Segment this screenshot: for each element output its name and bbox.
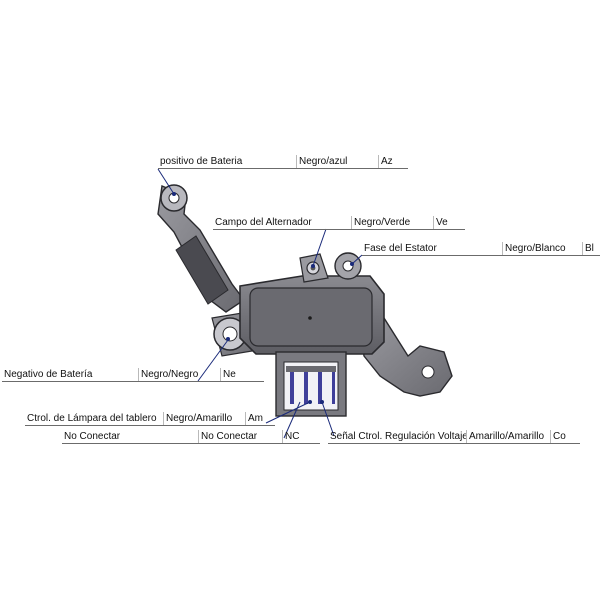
leader-dot-fase <box>350 262 354 266</box>
label-negativo-name: Negativo de Batería <box>4 369 93 380</box>
label-positivo-name: positivo de Bateria <box>160 156 243 167</box>
field-terminal <box>299 253 329 283</box>
label-lampara-name: Ctrol. de Lámpara del tablero <box>27 413 157 424</box>
bracket-panel <box>175 235 229 305</box>
label-negativo-code: Ne <box>220 368 264 381</box>
label-campo-color: Negro/Verde <box>351 216 433 229</box>
label-noconectar-color: No Conectar <box>198 430 282 443</box>
positive-ring-terminal <box>160 184 188 212</box>
label-noconectar-name: No Conectar <box>64 431 121 442</box>
connector-block <box>275 351 347 417</box>
leader-dot-senal <box>320 400 324 404</box>
label-no-conectar: No Conectar No Conectar NC <box>62 430 320 444</box>
label-senal-name: Señal Ctrol. Regulación Voltaje <box>330 431 466 442</box>
stator-phase-terminal <box>334 252 362 280</box>
leader-dot-campo <box>311 264 315 268</box>
label-lampara-tablero: Ctrol. de Lámpara del tablero Negro/Amar… <box>25 412 275 426</box>
label-campo-name: Campo del Alternador <box>215 217 312 228</box>
label-positivo-bateria: positivo de Bateria Negro/azul Az <box>158 155 408 169</box>
label-senal-regulacion: Señal Ctrol. Regulación Voltaje Amarillo… <box>328 430 580 444</box>
label-lampara-color: Negro/Amarillo <box>163 412 245 425</box>
label-campo-alternador: Campo del Alternador Negro/Verde Ve <box>213 216 465 230</box>
label-fase-code: Bl <box>582 242 600 255</box>
leader-dot-negativo <box>226 337 230 341</box>
label-fase-name: Fase del Estator <box>364 243 437 254</box>
label-positivo-color: Negro/azul <box>296 155 378 168</box>
label-fase-estator: Fase del Estator Negro/Blanco Bl <box>362 242 600 256</box>
label-noconectar-code: NC <box>282 430 320 443</box>
label-negativo-color: Negro/Negro <box>138 368 220 381</box>
label-fase-color: Negro/Blanco <box>502 242 582 255</box>
label-negativo-bateria: Negativo de Batería Negro/Negro Ne <box>2 368 264 382</box>
label-campo-code: Ve <box>433 216 465 229</box>
label-lampara-code: Am <box>245 412 275 425</box>
label-positivo-code: Az <box>378 155 408 168</box>
label-senal-color: Amarillo/Amarillo <box>466 430 550 443</box>
label-senal-code: Co <box>550 430 580 443</box>
regulator-housing <box>239 275 385 355</box>
leader-dot-positivo <box>172 192 176 196</box>
leader-dot-lampara <box>308 400 312 404</box>
